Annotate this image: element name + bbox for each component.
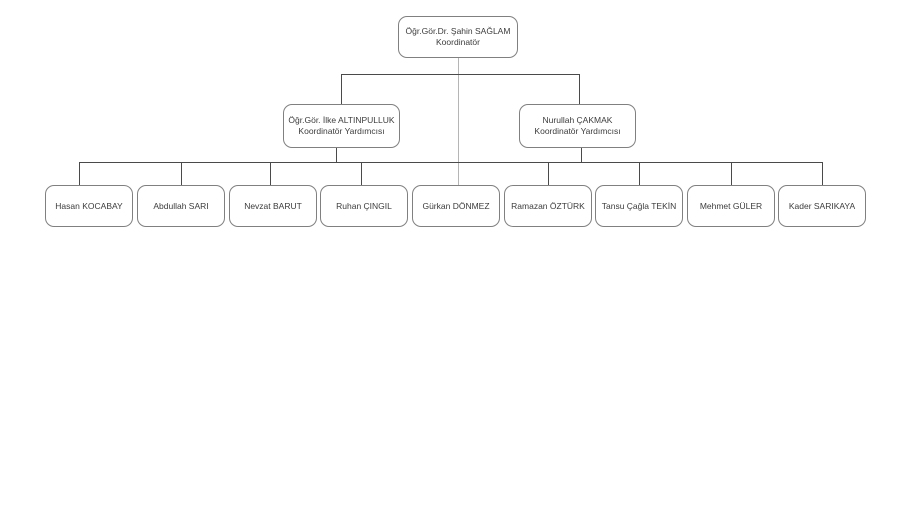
- person-name: Hasan KOCABAY: [55, 200, 123, 211]
- person-name: Ramazan ÖZTÜRK: [511, 200, 585, 211]
- person-name: Öğr.Gör.Dr. Şahin SAĞLAM: [405, 26, 511, 36]
- org-node-deputy-1: Öğr.Gör. İlke ALTINPULLUK Koordinatör Ya…: [283, 104, 400, 148]
- person-role: Koordinatör: [436, 37, 480, 47]
- org-node-coordinator: Öğr.Gör.Dr. Şahin SAĞLAM Koordinatör: [398, 16, 518, 58]
- connector-member-stub-6: [548, 162, 549, 185]
- org-node-member: Mehmet GÜLER: [687, 185, 775, 227]
- connector-member-stub-8: [731, 162, 732, 185]
- org-node-member: Nevzat BARUT: [229, 185, 317, 227]
- org-node-member: Abdullah SARI: [137, 185, 225, 227]
- connector-member-stub-3: [270, 162, 271, 185]
- org-node-member: Ramazan ÖZTÜRK: [504, 185, 592, 227]
- person-name: Tansu Çağla TEKİN: [601, 200, 677, 211]
- connector-member-stub-4: [361, 162, 362, 185]
- org-node-member: Tansu Çağla TEKİN: [595, 185, 683, 227]
- org-node-member: Ruhan ÇINGIL: [320, 185, 408, 227]
- org-node-member: Gürkan DÖNMEZ: [412, 185, 500, 227]
- connector-member-stub-1: [79, 162, 80, 185]
- person-name: Mehmet GÜLER: [699, 200, 763, 211]
- person-role: Koordinatör Yardımcısı: [534, 126, 621, 136]
- connector-level1-drop-right: [579, 74, 580, 104]
- person-name: Ruhan ÇINGIL: [336, 200, 392, 211]
- org-node-deputy-2: Nurullah ÇAKMAK Koordinatör Yardımcısı: [519, 104, 636, 148]
- connector-deputy-left-stub: [336, 148, 337, 162]
- connector-root-vertical: [458, 58, 459, 185]
- connector-level2-horizontal: [79, 162, 823, 163]
- connector-deputy-right-stub: [581, 148, 582, 162]
- org-node-member: Hasan KOCABAY: [45, 185, 133, 227]
- person-name: Kader SARIKAYA: [788, 200, 856, 211]
- connector-member-stub-9: [822, 162, 823, 185]
- person-name: Öğr.Gör. İlke ALTINPULLUK: [288, 115, 395, 125]
- person-name: Abdullah SARI: [153, 200, 209, 211]
- connector-level1-horizontal: [341, 74, 580, 75]
- org-node-member: Kader SARIKAYA: [778, 185, 866, 227]
- person-name: Gürkan DÖNMEZ: [422, 200, 490, 211]
- connector-member-stub-7: [639, 162, 640, 185]
- connector-member-stub-2: [181, 162, 182, 185]
- person-name: Nevzat BARUT: [244, 200, 302, 211]
- person-name: Nurullah ÇAKMAK: [542, 115, 613, 125]
- connector-level1-drop-left: [341, 74, 342, 104]
- person-role: Koordinatör Yardımcısı: [298, 126, 385, 136]
